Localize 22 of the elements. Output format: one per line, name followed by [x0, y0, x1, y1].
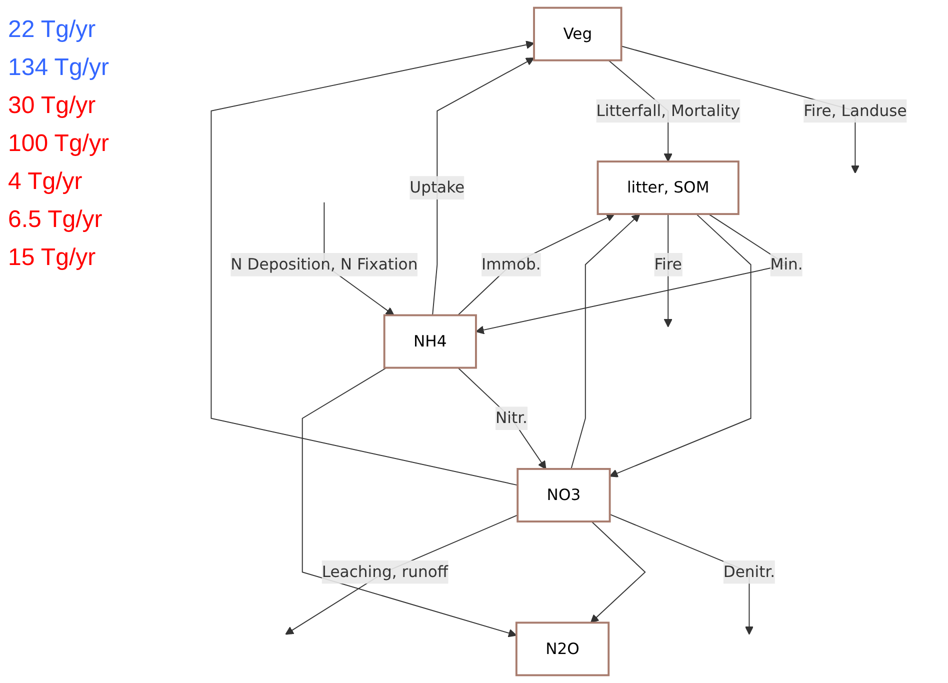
arrow	[432, 58, 534, 316]
edge-label: Leaching, runoff	[322, 562, 448, 581]
flux-value: 22 Tg/yr	[8, 16, 97, 44]
node-box: NH4	[383, 314, 477, 369]
flux-value: 15 Tg/yr	[8, 244, 97, 272]
flux-value: 100 Tg/yr	[8, 130, 110, 158]
flux-value: 4 Tg/yr	[8, 168, 84, 196]
arrow	[609, 214, 752, 478]
edge-label: Fire	[654, 254, 682, 274]
flux-value: 30 Tg/yr	[8, 92, 97, 120]
node-box: Veg	[533, 6, 622, 62]
flux-value: 134 Tg/yr	[8, 54, 110, 82]
arrow	[590, 521, 646, 624]
arrow	[570, 214, 640, 470]
edge-label: Min.	[770, 254, 803, 274]
arrow	[210, 40, 534, 486]
node-box: N2O	[515, 622, 610, 676]
edge-label: Immob.	[482, 254, 541, 274]
node-box: litter, SOM	[596, 160, 740, 216]
node-box: NO3	[516, 468, 611, 522]
arrow	[302, 367, 517, 638]
flux-value: 6.5 Tg/yr	[8, 206, 104, 234]
